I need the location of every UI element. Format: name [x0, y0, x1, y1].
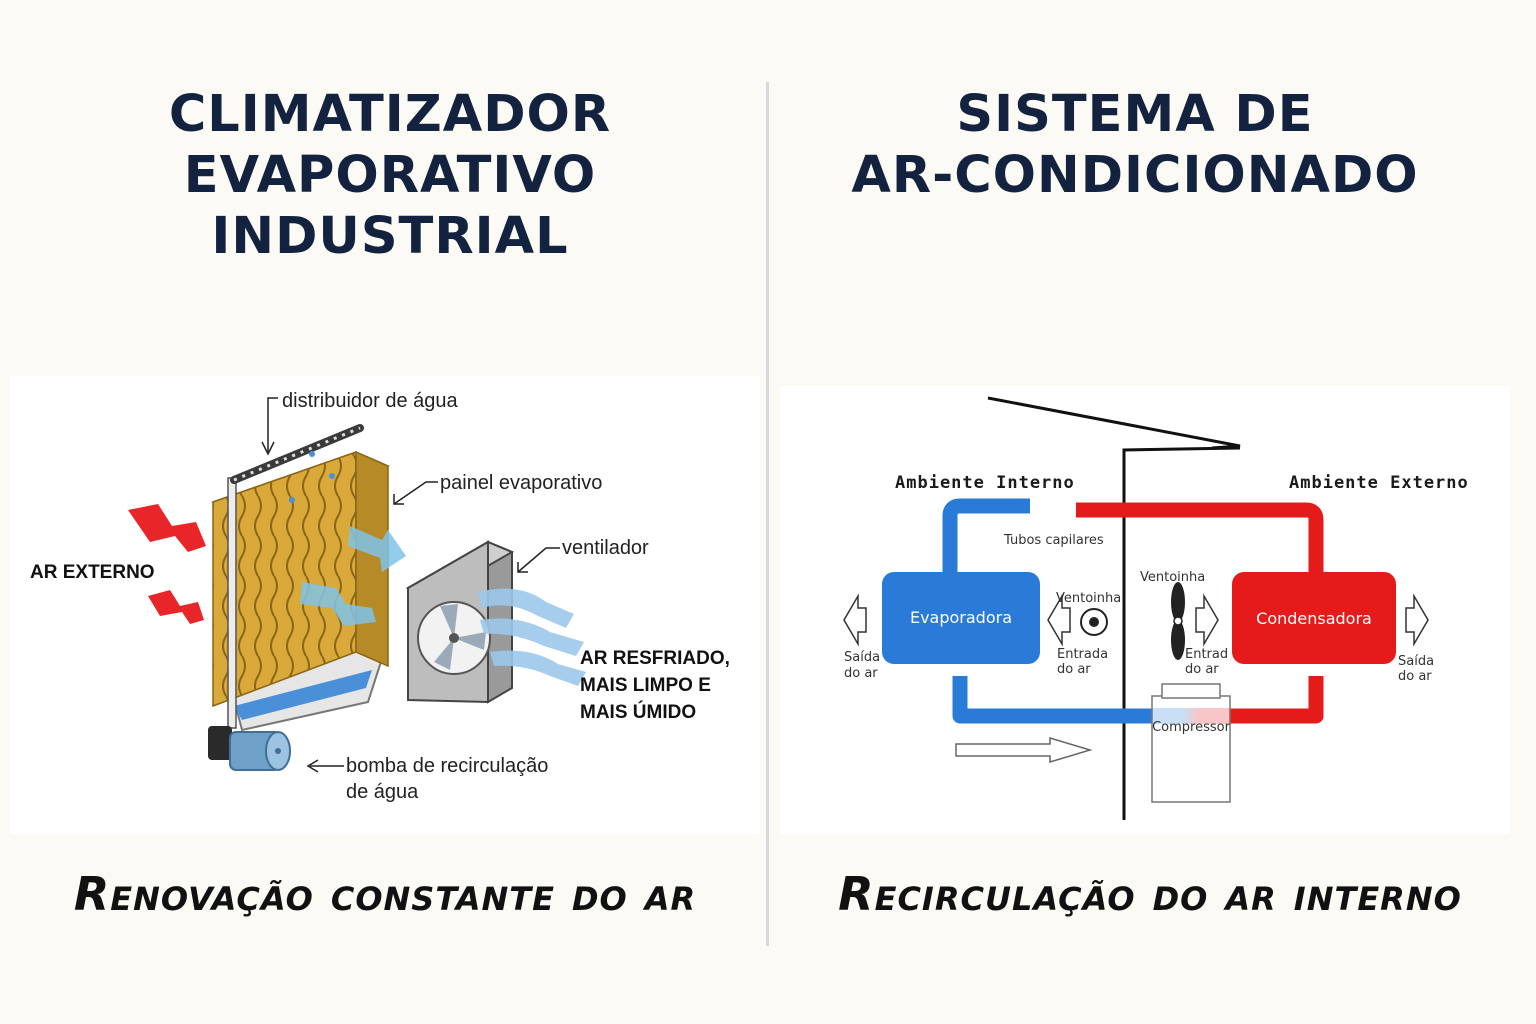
heading-line: EVAPORATIVO [183, 146, 597, 205]
water-distributor-label: distribuidor de água [282, 390, 459, 412]
outdoor-fan-label: Ventoinha [1140, 570, 1205, 585]
center-divider [766, 82, 769, 946]
air-outlet-right-label-line: Saída [1398, 654, 1434, 669]
air-conditioning-heading: SISTEMA DE AR-CONDICIONADO [790, 84, 1480, 206]
evaporative-cooler-caption: Renovação constante do ar [73, 867, 697, 921]
evaporator-box [882, 572, 1040, 664]
hot-refrigerant-pipe [1076, 502, 1324, 724]
pump-label-line: bomba de recirculação [346, 755, 548, 777]
fan-blade [434, 638, 454, 670]
outside-air-label: AR EXTERNO [30, 562, 155, 583]
air-outlet-left-label-line: Saída [844, 650, 880, 665]
air-inlet-left-label-line: do ar [1057, 662, 1091, 677]
cool-air-arrow [300, 582, 376, 626]
evaporative-cooler-illustration: AR EXTERNO [30, 390, 730, 803]
heading-line: AR-CONDICIONADO [851, 146, 1419, 205]
cooled-air-arrow [480, 618, 584, 656]
evaporator-label: Evaporadora [910, 608, 1012, 627]
outdoor-environment-label: Ambiente Externo [1289, 473, 1469, 493]
water-drop [289, 497, 295, 503]
pump-leader-arrowhead [306, 759, 319, 773]
air-conditioning-diagram: Evaporadora Condensadora Compressor Ambi… [780, 386, 1510, 834]
distributor-leader [267, 397, 278, 452]
propeller-fan-blade [1171, 620, 1185, 660]
blower-fan-hub [1089, 617, 1099, 627]
water [234, 670, 372, 720]
air-inlet-right-label-line: Entrad [1185, 647, 1228, 662]
compressor-label: Compressor [1152, 720, 1231, 735]
cold-refrigerant-pipe [942, 498, 1152, 724]
condenser-label: Condensadora [1256, 609, 1372, 628]
evaporative-cooler-heading: CLIMATIZADOR EVAPORATIVO INDUSTRIAL [40, 84, 740, 267]
air-inlet-right-arrow [1195, 593, 1219, 647]
pump-label-line: de água [346, 781, 419, 803]
fan-leader [517, 547, 560, 573]
fan-blade [440, 604, 458, 638]
heading-line: SISTEMA DE [956, 85, 1314, 144]
water-pipe [227, 477, 237, 729]
outside-air-arrow [128, 504, 206, 552]
indoor-environment-label: Ambiente Interno [895, 473, 1075, 493]
outside-air-arrow [148, 590, 204, 624]
propeller-fan-hub [1173, 616, 1183, 626]
compressor-band [1152, 708, 1230, 724]
pump-axle [275, 748, 281, 754]
compressor-top [1161, 683, 1221, 699]
air-conditioning-caption: Recirculação do ar interno [838, 867, 1462, 921]
air-inlet-right-label-line: do ar [1185, 662, 1219, 677]
water-distributor-pipe [230, 424, 364, 484]
fan-label: ventilador [562, 537, 649, 559]
distributor-leader-arrowhead [261, 441, 275, 456]
fan-leader-arrowhead [517, 562, 528, 573]
indoor-fan-label: Ventoinha [1056, 591, 1121, 606]
evaporative-cooler-diagram: AR EXTERNO [10, 376, 760, 834]
air-conditioning-illustration: Evaporadora Condensadora Compressor Ambi… [843, 396, 1469, 820]
water-drop [329, 473, 335, 479]
cooled-air-label-line: MAIS LIMPO E [580, 675, 711, 696]
wall-line [1122, 446, 1241, 820]
air-outlet-left-label-line: do ar [844, 666, 878, 681]
cool-air-arrow [348, 526, 406, 572]
air-outlet-left-arrow [843, 593, 867, 647]
pad-leader [393, 481, 438, 505]
air-outlet-right-label-line: do ar [1398, 669, 1432, 684]
air-outlet-right-arrow [1405, 593, 1429, 647]
recirculation-pump [208, 726, 232, 760]
cooled-air-label-line: AR RESFRIADO, [580, 648, 730, 669]
propeller-fan-icon [1171, 582, 1185, 622]
air-inlet-left-arrow [1047, 593, 1071, 647]
capillary-tubes-label: Tubos capilares [1003, 533, 1104, 548]
pad-leader-arrowhead [393, 494, 404, 505]
fan-hub [449, 633, 459, 643]
heading-line: INDUSTRIAL [211, 207, 569, 266]
air-inlet-left-label-line: Entrada [1057, 647, 1108, 662]
roof-line [987, 396, 1241, 450]
heading-line: CLIMATIZADOR [168, 85, 612, 144]
fan-blade [454, 632, 486, 650]
condenser-box [1232, 572, 1396, 664]
cooled-air-arrow [490, 650, 586, 686]
cooled-air-label-line: MAIS ÚMIDO [580, 701, 696, 723]
cooled-air-arrow [478, 588, 574, 628]
flow-direction-arrow [955, 736, 1093, 764]
water-drop [309, 451, 315, 457]
evaporative-panel-label: painel evaporativo [440, 472, 602, 494]
